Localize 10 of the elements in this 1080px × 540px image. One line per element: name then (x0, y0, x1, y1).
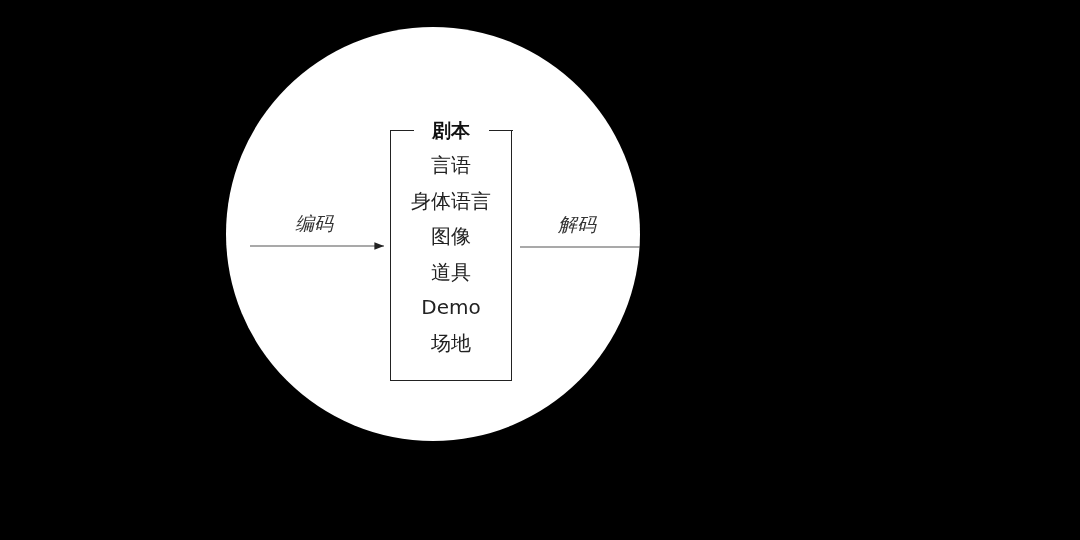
list-item: 场地 (430, 329, 472, 356)
list-item: 身体语言 (410, 187, 492, 214)
box-heading: 剧本 (432, 118, 470, 142)
list-item: 道具 (430, 258, 472, 285)
list-item: 图像 (430, 223, 472, 249)
arrow (249, 242, 385, 250)
list-item: 言语 (430, 152, 472, 178)
list-item: Demo (420, 294, 482, 320)
connector-line (519, 246, 641, 248)
edge-label: 编码 (293, 211, 335, 235)
